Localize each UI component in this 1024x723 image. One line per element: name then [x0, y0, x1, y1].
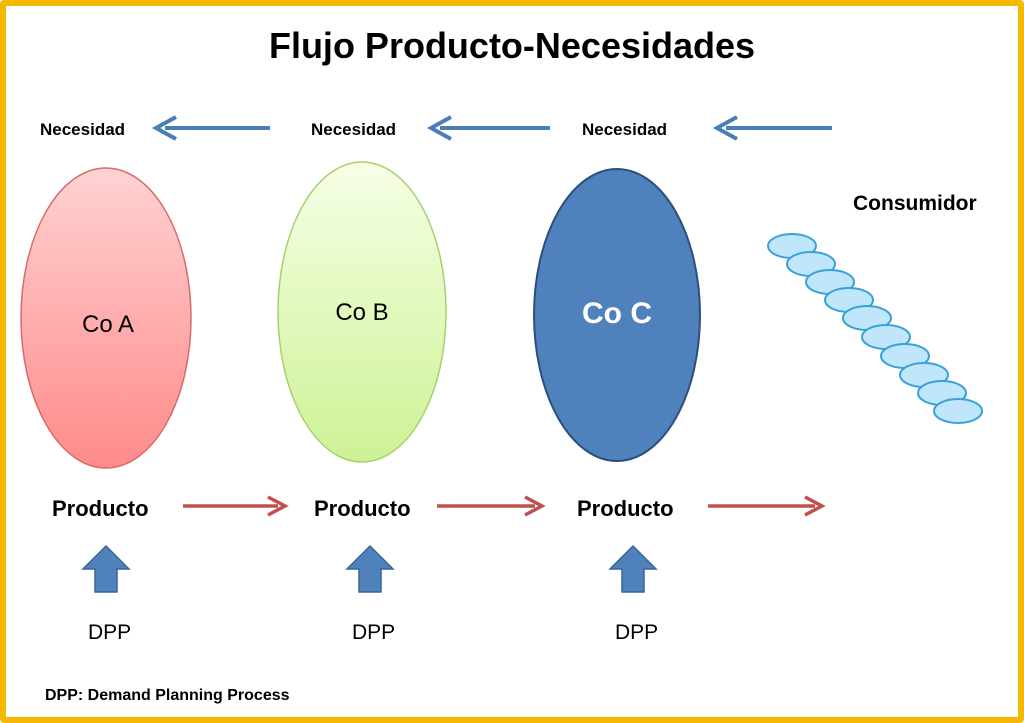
footnote: DPP: Demand Planning Process [45, 687, 290, 704]
company-c-label: Co C [582, 297, 652, 330]
need-arrow-1-icon [151, 115, 270, 141]
need-arrow-2-icon [426, 115, 550, 141]
dpp-arrow-1-icon [81, 544, 131, 593]
product-label-c: Producto [577, 496, 674, 521]
company-b-label: Co B [335, 299, 388, 326]
product-label-b: Producto [314, 496, 411, 521]
company-a-ellipse [20, 167, 192, 469]
company-b-ellipse [277, 161, 447, 463]
consumer-label: Consumidor [853, 192, 977, 215]
product-arrow-2-icon [437, 495, 546, 517]
dpp-arrow-2-icon [345, 544, 395, 593]
company-a-label: Co A [82, 311, 134, 338]
need-label-c: Necesidad [582, 120, 668, 139]
company-c-ellipse [533, 168, 701, 462]
dpp-label-c: DPP [615, 621, 659, 644]
diagram-title: Flujo Producto-Necesidades [268, 25, 756, 66]
need-label-a: Necesidad [40, 120, 126, 139]
dpp-arrow-3-icon [608, 544, 658, 593]
need-label-b: Necesidad [311, 120, 397, 139]
product-label-a: Producto [52, 496, 149, 521]
product-arrow-3-icon [708, 495, 826, 517]
consumer-chain-icon [767, 233, 983, 424]
dpp-label-b: DPP [352, 621, 396, 644]
need-arrow-3-icon [712, 115, 832, 141]
dpp-label-a: DPP [88, 621, 132, 644]
product-arrow-1-icon [183, 495, 289, 517]
